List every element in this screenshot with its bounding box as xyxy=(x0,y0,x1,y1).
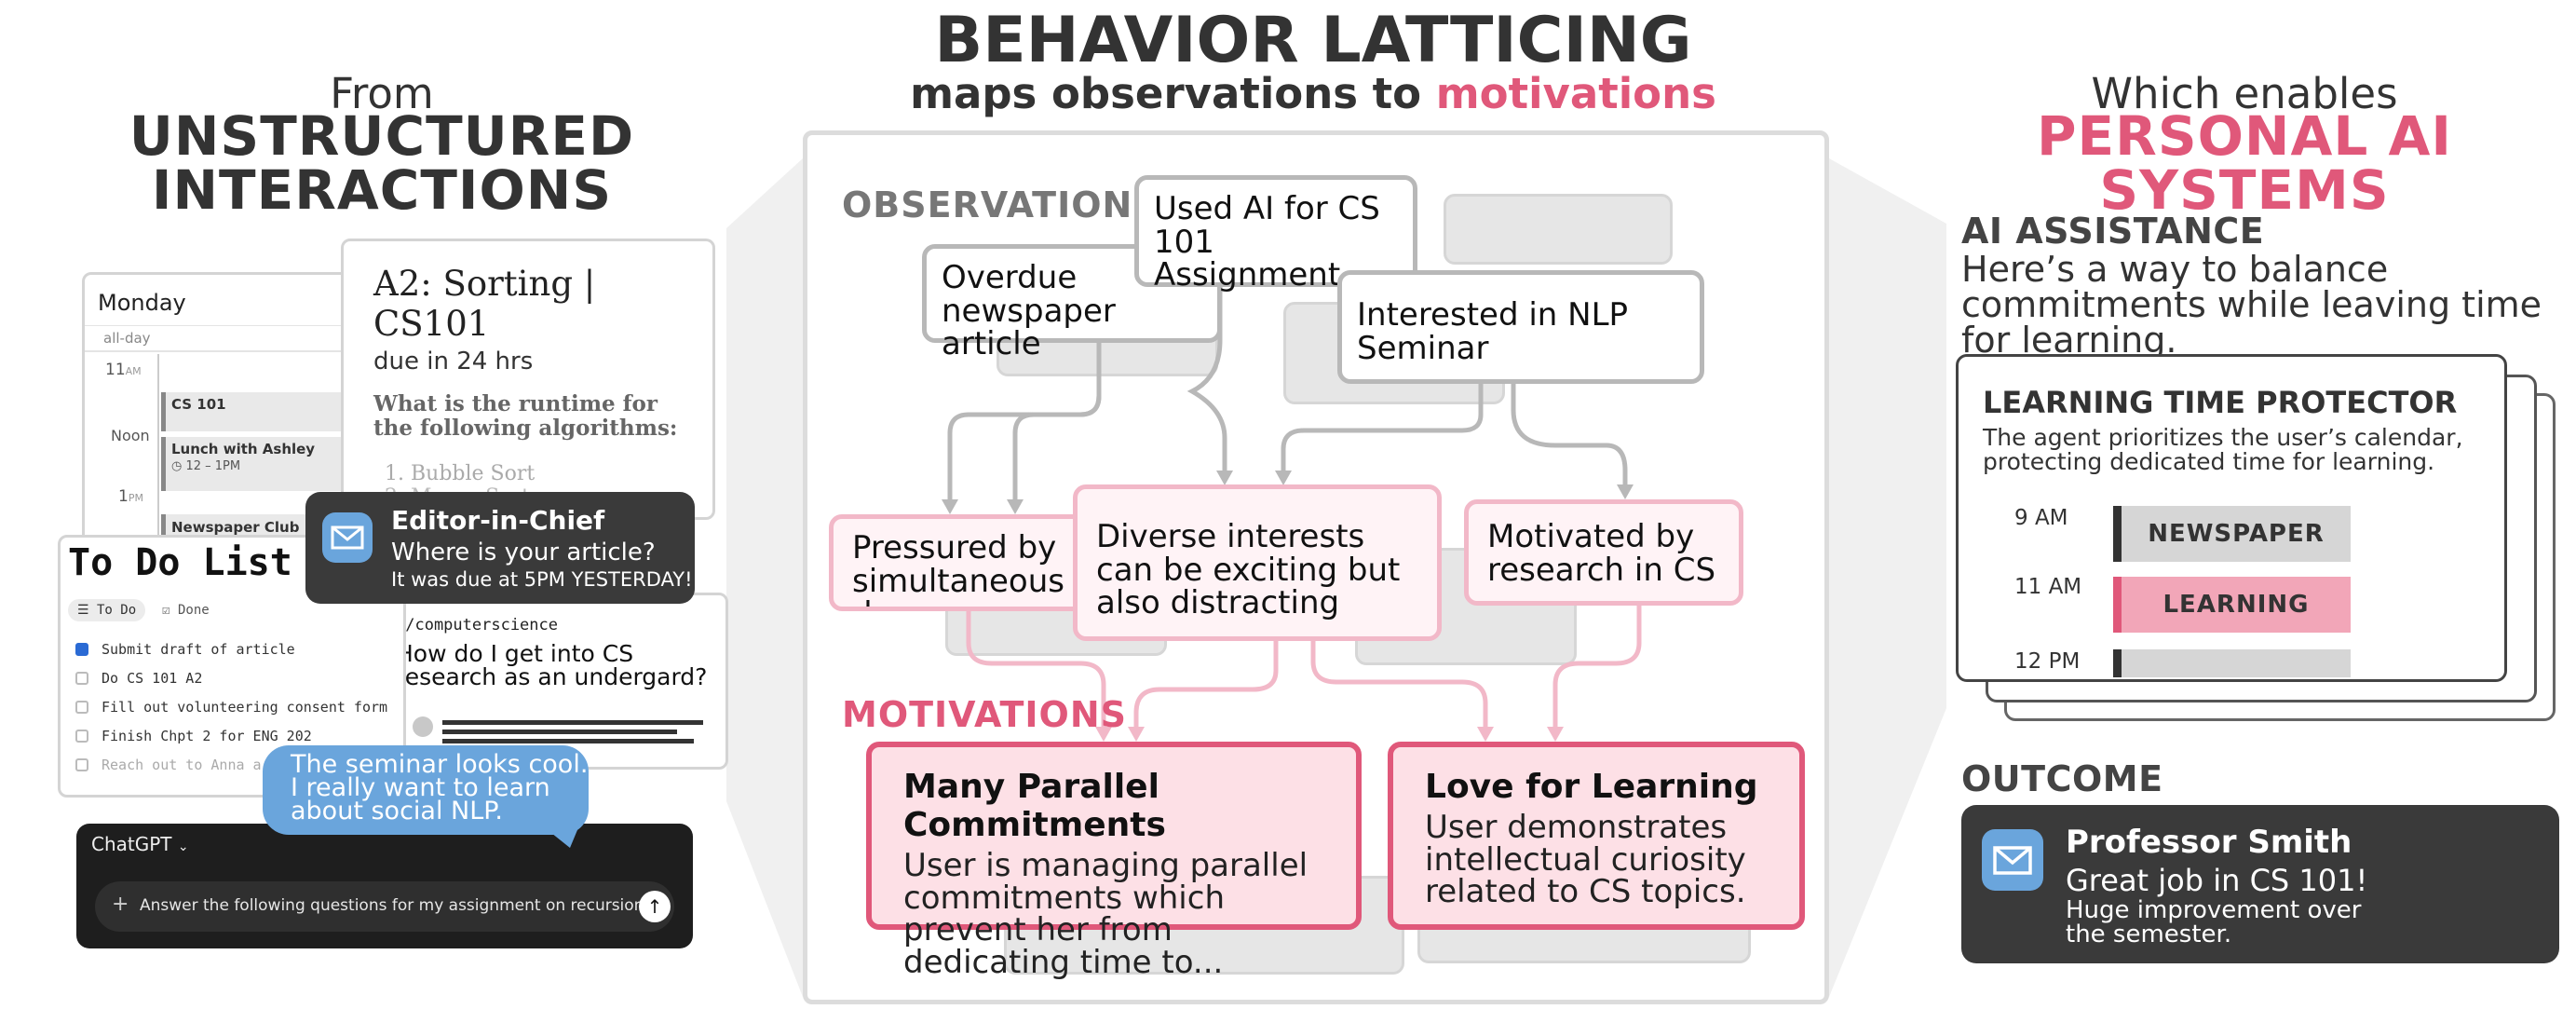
todo-list: Submit draft of article Do CS 101 A2 Fil… xyxy=(61,629,403,779)
list-item[interactable]: Finish Chpt 2 for ENG 202 xyxy=(75,721,388,750)
checkbox[interactable] xyxy=(75,729,88,743)
motivation-love-for-learning[interactable]: Love for Learning User demonstrates inte… xyxy=(1388,742,1805,930)
chatgpt-model-selector[interactable]: ChatGPT ⌄ xyxy=(91,833,189,855)
calendar-time-1: 1PM xyxy=(118,487,143,506)
list-item[interactable]: Reach out to Anna a xyxy=(75,750,388,779)
motivations-label: MOTIVATIONS xyxy=(842,694,1128,735)
calendar-day: Monday xyxy=(85,275,364,326)
outcome-notification[interactable]: Professor Smith Great job in CS 101! Hug… xyxy=(1961,805,2559,963)
assignment-question: What is the runtime for the following al… xyxy=(373,391,678,442)
list-item[interactable]: Do CS 101 A2 xyxy=(75,663,388,692)
outcome-line2: Huge improvement over the semester. xyxy=(2066,896,2362,948)
notification-title: Editor-in-Chief xyxy=(391,505,605,536)
checkbox[interactable] xyxy=(75,700,88,714)
motivation-parallel-title: Many Parallel Commitments xyxy=(903,768,1166,844)
observation-nlp-seminar[interactable]: Interested in NLP Seminar xyxy=(1337,270,1704,384)
right-heading-line2: PERSONAL AI SYSTEMS xyxy=(2037,104,2452,222)
bubble-text: The seminar looks cool. I really want to… xyxy=(291,750,589,826)
checkbox-checked[interactable] xyxy=(75,642,88,656)
assignment-title: A2: Sorting | CS101 xyxy=(373,264,596,344)
learning-time-protector-card[interactable]: LEARNING TIME PROTECTOR The agent priori… xyxy=(1956,354,2507,682)
send-arrow-icon[interactable]: ↑ xyxy=(639,891,671,922)
tab-todo[interactable]: ☰ To Do xyxy=(68,599,146,621)
assignment-card: A2: Sorting | CS101 due in 24 hrs What i… xyxy=(341,239,715,520)
checkbox[interactable] xyxy=(75,671,88,685)
list-icon: ☰ xyxy=(77,603,97,618)
todo-tabs: ☰ To Do ☑ Done xyxy=(61,584,403,629)
list-item[interactable]: Submit draft of article xyxy=(75,634,388,663)
clock-icon: ◷ xyxy=(171,459,186,473)
slot-12pm[interactable] xyxy=(2113,649,2351,677)
right-heading-line1: Which enables xyxy=(2091,69,2398,118)
mail-icon xyxy=(322,512,373,563)
chat-bubble: The seminar looks cool. I really want to… xyxy=(263,745,589,848)
reddit-card[interactable]: r/computerscience How do I get into CS r… xyxy=(384,593,728,770)
calendar-time-noon: Noon xyxy=(111,427,150,444)
ai-assistance-text: Here’s a way to balance commitments whil… xyxy=(1961,249,2542,361)
calendar-all-day: all-day xyxy=(85,326,364,352)
editor-notification[interactable]: Editor-in-Chief Where is your article? I… xyxy=(305,492,695,604)
protector-desc: The agent prioritizes the user’s calenda… xyxy=(1983,424,2463,476)
calendar-lunch-time: ◷ 12 – 1PM xyxy=(171,459,241,473)
todo-title: To Do List xyxy=(68,541,292,584)
list-item[interactable]: Fill out volunteering consent form xyxy=(75,692,388,721)
chevron-down-icon: ⌄ xyxy=(177,839,189,854)
motivation-parallel-body: User is managing parallel commitments wh… xyxy=(903,847,1308,982)
chatgpt-prompt: Answer the following questions for my as… xyxy=(140,896,649,915)
observation-overdue-article[interactable]: Overdue newspaper article xyxy=(922,244,1222,361)
inference-pressured[interactable]: Pressured by simultaneous de xyxy=(829,514,1090,611)
avatar xyxy=(413,716,433,737)
reddit-question: How do I get into CS research as an unde… xyxy=(396,640,708,690)
slot-learning[interactable]: LEARNING xyxy=(2113,577,2351,633)
center-subtitle-prefix: maps observations to xyxy=(910,69,1422,118)
chatgpt-window: ChatGPT ⌄ + Answer the following questio… xyxy=(76,824,693,948)
motivation-parallel-commitments[interactable]: Many Parallel Commitments User is managi… xyxy=(866,742,1362,978)
inference-motivated-research[interactable]: Motivated by research in CS xyxy=(1464,499,1743,606)
bubble-tail xyxy=(542,825,579,848)
mail-icon xyxy=(1982,829,2043,891)
inference-diverse-interests[interactable]: Diverse interests can be exciting but al… xyxy=(1073,484,1442,641)
left-heading-line2: UNSTRUCTURED INTERACTIONS xyxy=(129,104,635,222)
slot-newspaper[interactable]: NEWSPAPER xyxy=(2113,506,2351,562)
chatgpt-input[interactable]: + Answer the following questions for my … xyxy=(95,881,674,932)
assignment-item-1: 1. Bubble Sort xyxy=(385,461,536,485)
slot-time-9am: 9 AM xyxy=(2014,506,2068,530)
slot-time-11am: 11 AM xyxy=(2014,575,2082,599)
motivation-love-title: Love for Learning xyxy=(1425,768,1758,806)
notification-line1: Where is your article? xyxy=(391,539,656,566)
observation-used-ai[interactable]: Used AI for CS 101 Assignment xyxy=(1134,175,1417,292)
checkbox[interactable] xyxy=(75,757,88,771)
reddit-subreddit: r/computerscience xyxy=(396,616,558,634)
calendar-event-cs101[interactable]: CS 101 xyxy=(161,392,364,431)
outcome-title: Professor Smith xyxy=(2066,824,2352,861)
calendar-event-lunch[interactable]: Lunch with Ashley ◷ 12 – 1PM xyxy=(161,437,364,491)
tab-done[interactable]: ☑ Done xyxy=(162,603,210,618)
motivation-love-body: User demonstrates intellectual curiosity… xyxy=(1425,809,1746,911)
protector-title: LEARNING TIME PROTECTOR xyxy=(1983,385,2458,420)
plus-icon[interactable]: + xyxy=(112,893,129,916)
left-heading-line1: From xyxy=(330,69,434,118)
checkbox-icon: ☑ xyxy=(162,603,178,618)
calendar-time-11: 11AM xyxy=(105,361,142,379)
center-subtitle-accent: motivations xyxy=(1435,69,1716,118)
notification-line2: It was due at 5PM YESTERDAY! xyxy=(391,568,693,591)
center-title: BEHAVIOR LATTICING xyxy=(934,4,1692,77)
outcome-line1: Great job in CS 101! xyxy=(2066,863,2368,898)
outcome-label: OUTCOME xyxy=(1961,758,2163,799)
observations-label: OBSERVATIONS xyxy=(842,184,1159,225)
center-subtitle: maps observations to motivations xyxy=(838,73,1788,115)
slot-time-12pm: 12 PM xyxy=(2014,649,2081,674)
ai-assistance-label: AI ASSISTANCE xyxy=(1961,211,2265,252)
assignment-due: due in 24 hrs xyxy=(373,348,534,375)
